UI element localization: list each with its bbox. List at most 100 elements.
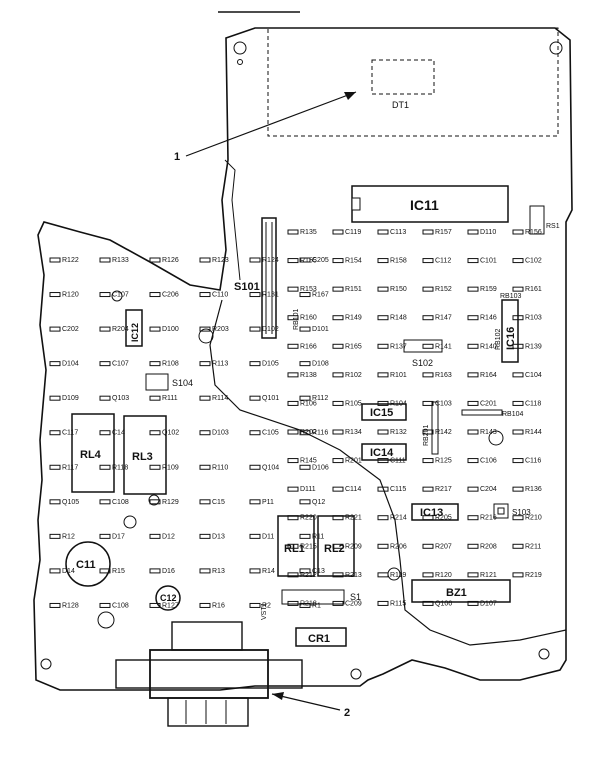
component-label: R217: [435, 486, 452, 493]
board-inner-edge-2: [224, 159, 241, 281]
component-label: R108: [162, 361, 179, 368]
component-label: D109: [62, 395, 79, 402]
mount-hole: [233, 41, 247, 55]
component-label: C204: [480, 486, 497, 493]
component-glyph: [422, 458, 434, 464]
rl4-relay: [71, 413, 115, 493]
component-glyph: [422, 229, 434, 235]
component-label: R103: [525, 315, 542, 322]
component-glyph: [467, 486, 479, 492]
component-label: R135: [300, 229, 317, 236]
component-label: R214: [390, 515, 407, 522]
component-glyph: [332, 229, 344, 235]
component-glyph: [199, 533, 211, 539]
component-glyph: [332, 572, 344, 578]
component-glyph: [287, 486, 299, 492]
component-glyph: [512, 429, 524, 435]
s103-label: S103: [512, 508, 531, 517]
s101-body: [261, 217, 277, 339]
component-glyph: [512, 543, 524, 549]
component-glyph: [99, 568, 111, 574]
component-glyph: [332, 372, 344, 378]
dt1-area: [267, 27, 559, 137]
component-label: R141: [435, 343, 452, 350]
rb103-label: RB103: [500, 293, 522, 300]
component-glyph: [99, 395, 111, 401]
component-glyph: [149, 292, 161, 298]
component-label: D105: [262, 361, 279, 368]
component-glyph: [299, 533, 311, 539]
component-label: C119: [345, 229, 361, 236]
component-label: R109: [162, 464, 179, 471]
component-glyph: [377, 543, 389, 549]
component-glyph: [422, 315, 434, 321]
rb201-label: RB201: [423, 424, 430, 446]
component-glyph: [377, 429, 389, 435]
component-label: R104: [390, 400, 407, 407]
component-glyph: [249, 602, 261, 608]
component-label: R148: [390, 315, 407, 322]
component-label: Q105: [62, 499, 79, 506]
component-glyph: [249, 292, 261, 298]
component-glyph: [149, 326, 161, 332]
component-label: R122: [62, 257, 79, 264]
c13-cap: [97, 611, 115, 629]
component-label: C114: [345, 486, 361, 493]
component-label: C117: [62, 430, 78, 437]
s104-label: S104: [172, 378, 193, 388]
component-glyph: [467, 572, 479, 578]
component-glyph: [377, 486, 389, 492]
rl1-label: RL1: [284, 543, 305, 555]
component-label: D100: [162, 326, 179, 333]
component-label: R102: [345, 372, 362, 379]
component-glyph: [99, 361, 111, 367]
component-glyph: [249, 395, 261, 401]
cr1-box: [295, 627, 347, 647]
component-label: R165: [345, 343, 362, 350]
component-label: Q106: [435, 600, 452, 607]
rl3-label: RL3: [132, 451, 153, 463]
component-label: R137: [390, 343, 407, 350]
ic13-chip: [411, 503, 459, 521]
ic16-label: IC16: [505, 327, 517, 350]
component-label: C103: [435, 400, 452, 407]
component-label: D11: [262, 533, 274, 540]
component-label: R123: [212, 257, 229, 264]
component-glyph: [99, 292, 111, 298]
component-glyph: [199, 326, 211, 332]
s102-box: [403, 339, 443, 353]
component-glyph: [377, 372, 389, 378]
component-label: R110: [212, 464, 228, 471]
component-label: R156: [525, 229, 542, 236]
component-glyph: [332, 600, 344, 606]
component-label: R125: [435, 458, 452, 465]
s103-inner: [497, 507, 505, 515]
component-label: R138: [300, 372, 317, 379]
component-label: R206: [390, 543, 407, 550]
component-glyph: [149, 568, 161, 574]
component-glyph: [332, 429, 344, 435]
rs1-label: RS1: [546, 223, 560, 230]
component-glyph: [249, 499, 261, 505]
component-glyph: [287, 572, 299, 578]
component-glyph: [199, 430, 211, 436]
component-glyph: [299, 326, 311, 332]
component-label: C108: [112, 602, 129, 609]
component-glyph: [287, 258, 299, 264]
component-label: R13: [212, 568, 225, 575]
component-label: R115: [390, 600, 406, 607]
component-label: R158: [390, 258, 407, 265]
component-label: R143: [480, 429, 497, 436]
component-label: R213: [345, 572, 362, 579]
component-label: D110: [480, 229, 496, 236]
component-label: R204: [112, 326, 129, 333]
rb104-bar: [461, 409, 503, 416]
component-glyph: [467, 458, 479, 464]
component-label: C15: [212, 499, 225, 506]
component-glyph: [287, 343, 299, 349]
component-glyph: [377, 258, 389, 264]
component-label: R221: [345, 515, 362, 522]
rl2-label: RL2: [324, 543, 345, 555]
component-label: R152: [435, 286, 452, 293]
c11-label: C11: [76, 559, 96, 571]
